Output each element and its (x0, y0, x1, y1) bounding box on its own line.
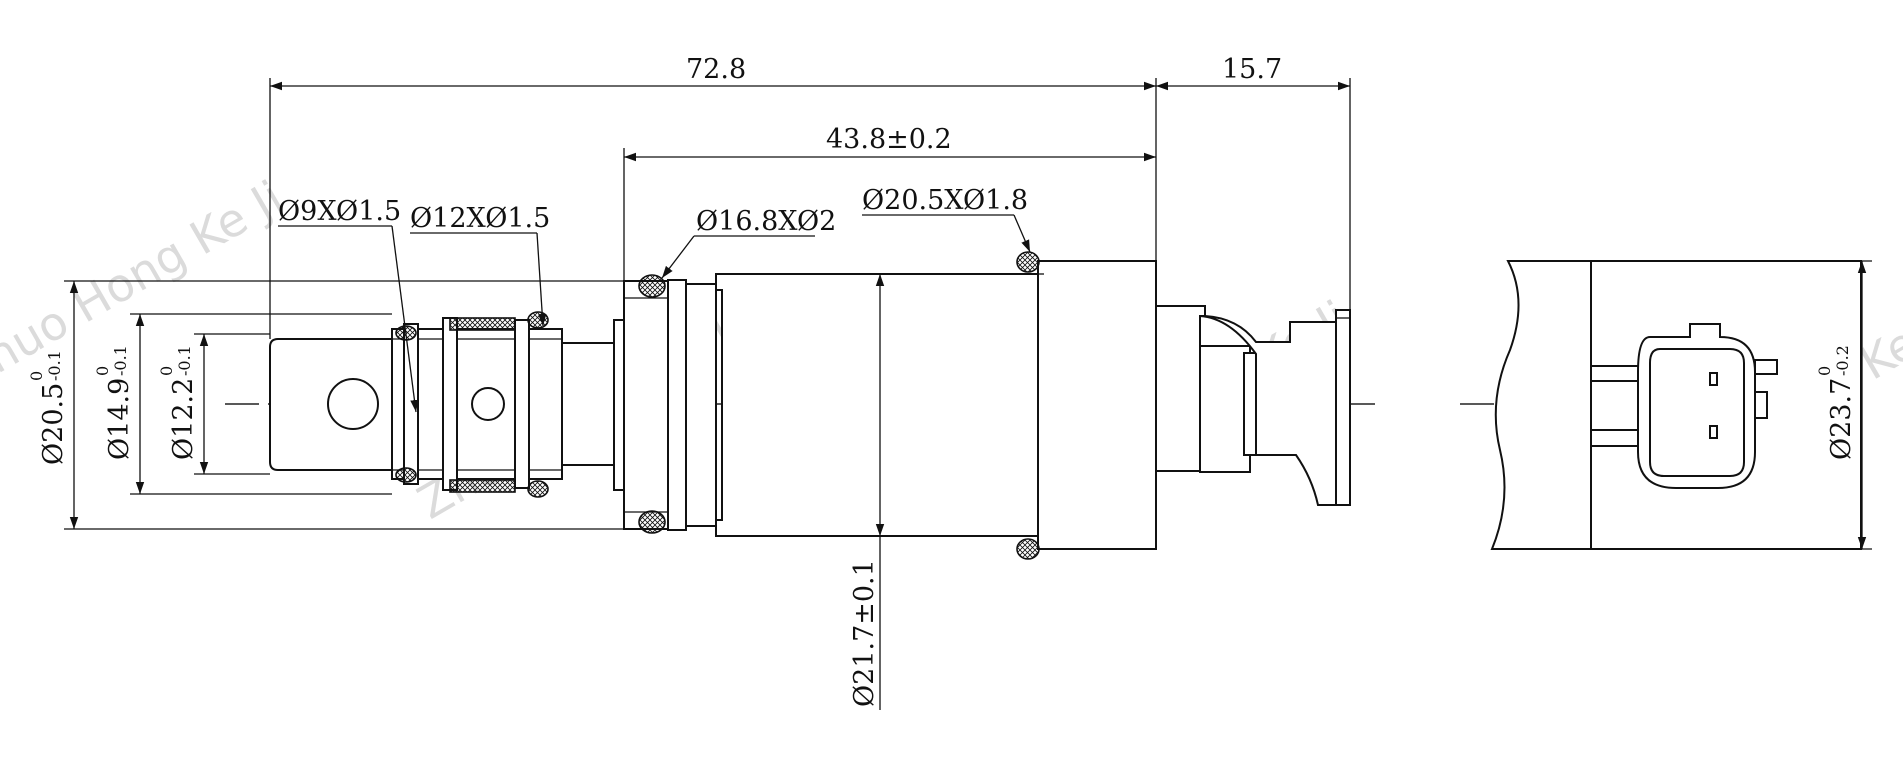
oring-20.5x1.8-top (1016, 251, 1040, 273)
label-dia-3-lower: -0.1 (175, 345, 194, 376)
sleeve-ring-2 (442, 317, 458, 491)
label-side-dia-lower: -0.2 (1833, 345, 1852, 376)
leader-lines (278, 214, 1031, 413)
label-body-dia: Ø21.7±0.1 (849, 559, 880, 707)
rear-housing (1037, 260, 1157, 550)
neck (561, 342, 617, 466)
oring-9x1.5-bottom (395, 467, 417, 483)
label-connector-length: 15.7 (1222, 54, 1282, 85)
connector-latch-top (1754, 359, 1778, 375)
label-seal-2: Ø12XØ1.5 (410, 203, 550, 234)
sleeve-ring-1 (403, 323, 419, 485)
label-body-length: 43.8±0.2 (826, 124, 952, 155)
valve-end-view (1490, 260, 1862, 550)
extension-lines (64, 78, 1872, 550)
spool-tip (269, 338, 393, 471)
label-dia-3-upper: 0 (157, 366, 176, 376)
sleeve-ring-3 (514, 319, 530, 489)
main-body (715, 273, 1039, 537)
oring-20.5x1.8-bottom (1016, 538, 1040, 560)
label-seal-1: Ø9XØ1.5 (278, 196, 401, 227)
label-group-side-dia: Ø23.7 0 -0.2 (1815, 345, 1857, 460)
label-side-dia-upper: 0 (1815, 366, 1834, 376)
filter-screen-top (449, 317, 516, 331)
label-dia-2-lower: -0.1 (111, 345, 130, 376)
label-side-dia: Ø23.7 (1826, 378, 1857, 460)
label-dia-1-upper: 0 (27, 371, 46, 381)
connector-base (1155, 305, 1206, 472)
terminal-pin-2 (1709, 425, 1718, 439)
label-dia-2: Ø14.9 (104, 378, 135, 460)
label-seal-3: Ø16.8XØ2 (696, 206, 836, 237)
label-dia-1-lower: -0.1 (45, 350, 64, 381)
port-hole-1 (327, 378, 379, 430)
dimension-lines (69, 81, 1867, 710)
connector-collar (1199, 345, 1251, 473)
end-view-housing (1490, 260, 1592, 550)
port-hole-2 (471, 387, 505, 421)
dimension-labels: 72.8 15.7 43.8±0.2 Ø9XØ1.5 Ø12XØ1.5 Ø16.… (27, 54, 1857, 707)
label-dia-2-upper: 0 (93, 366, 112, 376)
connector-latch-side (1754, 391, 1768, 419)
connector-plug (1199, 309, 1351, 506)
watermark-text-left: Zhuo Hong Ke Ji (0, 170, 292, 399)
connector-head (1637, 323, 1756, 489)
label-dia-3: Ø12.2 (168, 378, 199, 460)
filter-screen-bottom (449, 479, 516, 493)
oring-16.8x2-top (638, 274, 666, 298)
label-overall-length: 72.8 (686, 54, 746, 85)
label-seal-4: Ø20.5XØ1.8 (862, 185, 1028, 216)
groove-ring-2 (685, 283, 717, 527)
terminal-pin-1 (1709, 372, 1718, 386)
oring-16.8x2-bottom (638, 510, 666, 534)
body-flange (623, 280, 669, 530)
label-group-body-dia: Ø21.7±0.1 (849, 559, 880, 707)
label-group-dia-1: Ø20.5 0 -0.1 (27, 350, 69, 465)
label-dia-1: Ø20.5 (38, 383, 69, 465)
oring-12x1.5-top (527, 311, 549, 329)
sleeve-1 (391, 328, 563, 480)
oring-12x1.5-bottom (527, 480, 549, 498)
label-group-dia-2: Ø14.9 0 -0.1 (93, 345, 135, 460)
label-group-dia-3: Ø12.2 0 -0.1 (157, 345, 199, 460)
groove-ring-1 (667, 279, 687, 531)
